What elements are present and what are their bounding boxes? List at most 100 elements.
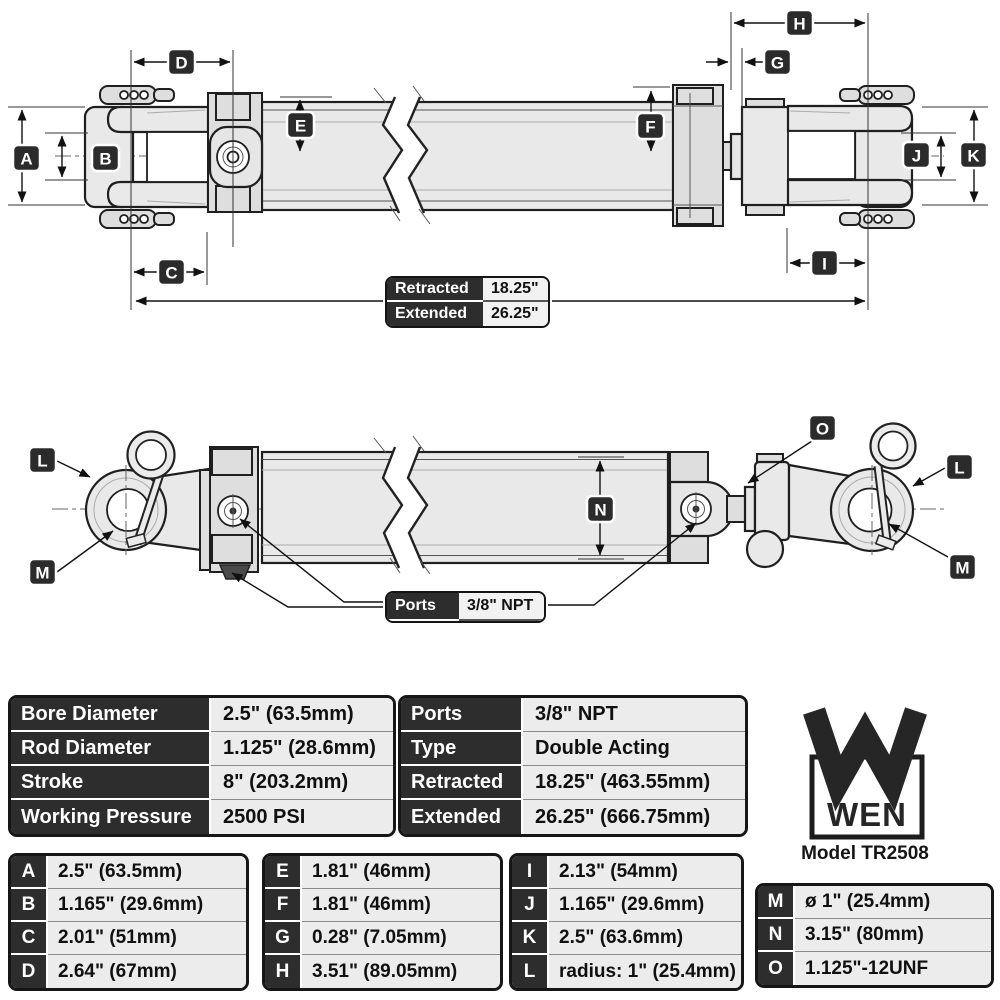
dim-badge-F: F (635, 111, 666, 141)
retracted-value: 18.25" (483, 278, 548, 302)
dim-badge-O: O (807, 413, 838, 443)
spec-label: Working Pressure (11, 800, 211, 834)
head-cap (207, 92, 264, 213)
dim-value: 1.165" (29.6mm) (549, 889, 741, 922)
left-lynch-pin (125, 430, 176, 549)
dim-badge-M-left: M (27, 557, 58, 587)
ports-value: 3/8" NPT (459, 593, 544, 621)
dim-key: M (758, 886, 795, 919)
dim-key: L (512, 955, 549, 988)
dim-badge-K: K (958, 140, 989, 170)
clevis-opening (146, 131, 209, 183)
dim-key: J (512, 889, 549, 922)
dim-badge-K-label: K (967, 147, 980, 166)
dim-value: 2.5" (63.5mm) (48, 856, 246, 889)
dim-badge-B-label: B (99, 150, 111, 169)
dim-key: D (11, 955, 48, 988)
dim-value: 2.64" (67mm) (48, 955, 246, 988)
dim-value: radius: 1" (25.4mm) (549, 955, 741, 988)
ports-label: Ports (387, 593, 459, 621)
dim-badge-N-label: N (594, 501, 606, 520)
break-lines (373, 85, 431, 225)
dim-badge-H: H (784, 8, 815, 38)
left-clevis (83, 85, 210, 229)
dim-value: 3.51" (89.05mm) (302, 955, 500, 988)
dim-badge-I: I (809, 248, 840, 278)
rod-clevis (740, 85, 915, 229)
dim-badge-A-label: A (20, 150, 32, 169)
spec-label: Type (401, 732, 523, 766)
dim-badge-M-right: M (947, 552, 978, 582)
spec-label: Stroke (11, 766, 211, 800)
dim-badge-J: J (901, 140, 932, 170)
retracted-extended-callout: Retracted 18.25" Extended 26.25" (385, 276, 550, 328)
dim-value: 2.13" (54mm) (549, 856, 741, 889)
left-port-fitting (218, 564, 252, 580)
dim-key: I (512, 856, 549, 889)
wen-logo: WEN (803, 707, 927, 840)
dim-badge-E: E (285, 110, 316, 140)
retracted-label: Retracted (387, 278, 483, 302)
extended-row: Extended 26.25" (387, 302, 548, 326)
spec-value: 2.5" (63.5mm) (211, 698, 393, 732)
dim-badge-C-label: C (165, 264, 177, 283)
dim-value: 3.15" (80mm) (795, 919, 991, 952)
spec-label: Bore Diameter (11, 698, 211, 732)
dim-badge-M-label: M (35, 564, 49, 583)
technical-drawing: A B C D E F G H I J K (8, 8, 989, 608)
dim-badge-I-label: I (822, 255, 827, 274)
dim-key: F (265, 889, 302, 922)
dim-key: H (265, 955, 302, 988)
ports-callout: Ports 3/8" NPT (385, 591, 546, 623)
retracted-row: Retracted 18.25" (387, 278, 548, 302)
dim-key: K (512, 922, 549, 955)
dim-badge-G: G (762, 47, 793, 77)
side-rod-end (726, 453, 852, 569)
dim-badge-B: B (90, 143, 121, 173)
clevis-opening (787, 130, 856, 180)
dim-value: 1.81" (46mm) (302, 856, 500, 889)
dim-key: O (758, 952, 795, 985)
dim-key: C (11, 922, 48, 955)
spec-label: Rod Diameter (11, 732, 211, 766)
dim-key: N (758, 919, 795, 952)
wen-w-mark (803, 707, 927, 812)
extended-label: Extended (387, 302, 483, 326)
spec-value: 18.25" (463.55mm) (523, 766, 745, 800)
dim-key: B (11, 889, 48, 922)
spec-label: Extended (401, 800, 523, 834)
dim-badge-C: C (156, 257, 187, 287)
wen-brand-text: WEN (827, 796, 907, 833)
dim-value: 2.5" (63.6mm) (549, 922, 741, 955)
threaded-rod-end (743, 485, 757, 533)
side-gland-cap (667, 451, 735, 564)
spec-value: 3/8" NPT (523, 698, 745, 732)
side-head-cap (199, 446, 259, 580)
spec-value: 8" (203.2mm) (211, 766, 393, 800)
spec-label: Ports (401, 698, 523, 732)
gland-cap (672, 84, 724, 227)
dim-badge-D: D (166, 47, 197, 77)
dim-badge-L-right: L (944, 452, 975, 482)
ports-row: Ports 3/8" NPT (387, 593, 544, 621)
dim-badge-L-left: L (27, 445, 58, 475)
